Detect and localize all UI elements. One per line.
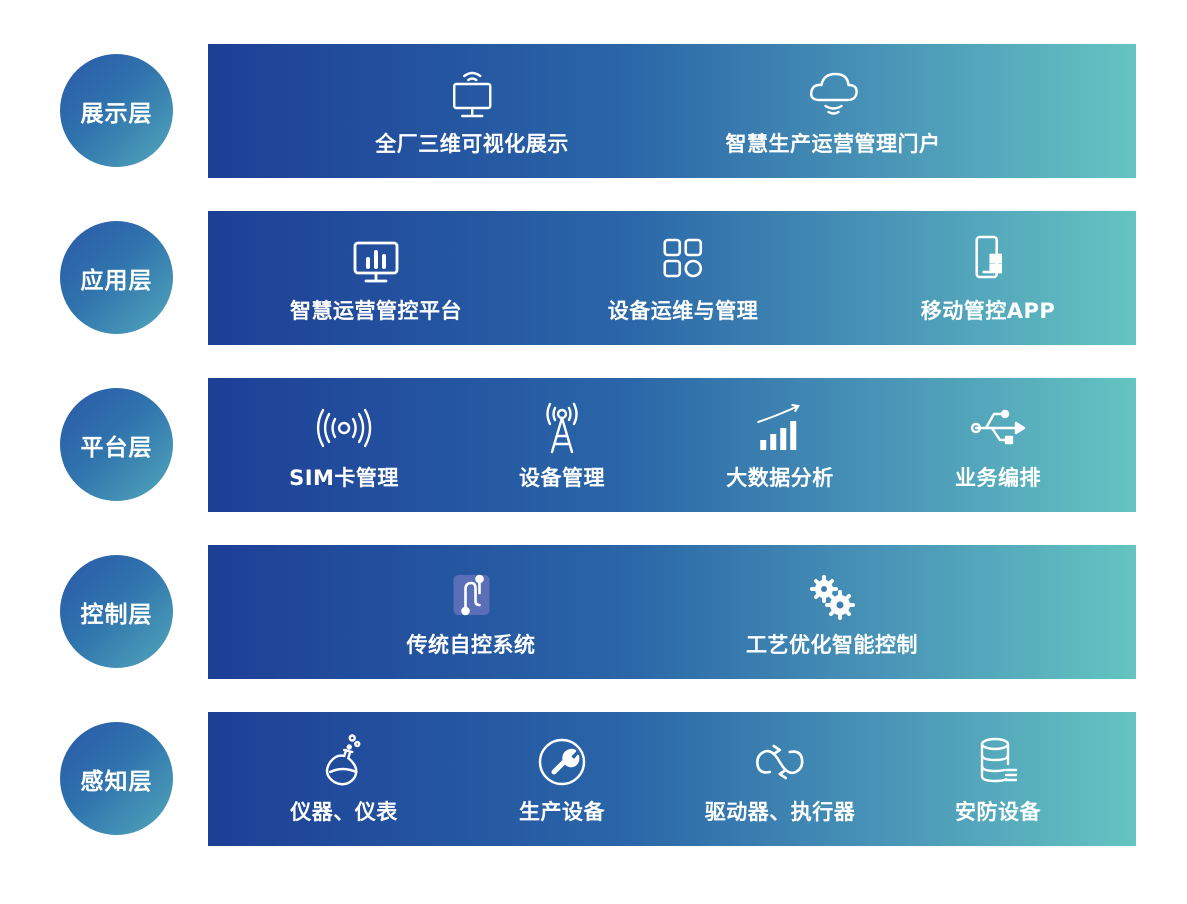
cloud-icon	[801, 66, 865, 122]
layer-band-perception: 仪器、仪表 生产设备 驱动器、执行器	[208, 712, 1136, 846]
item-label: 安防设备	[955, 800, 1041, 824]
layer-label-perception: 感知层	[60, 722, 173, 835]
signal-broadcast-icon	[312, 400, 376, 456]
item-device-management: 设备管理	[519, 378, 605, 512]
flask-icon	[312, 734, 376, 790]
item-mobile-app: 移动管控APP	[921, 211, 1056, 345]
item-process-optimization: 工艺优化智能控制	[746, 545, 918, 679]
dashboard-monitor-icon	[344, 233, 408, 289]
item-label: 智慧生产运营管理门户	[725, 132, 941, 156]
item-operation-platform: 智慧运营管控平台	[290, 211, 462, 345]
item-label: 业务编排	[955, 466, 1041, 490]
item-label: 生产设备	[519, 800, 605, 824]
layer-band-application: 智慧运营管控平台 设备运维与管理 移动管控APP	[208, 211, 1136, 345]
circuit-path-icon	[439, 567, 503, 623]
antenna-tower-icon	[530, 400, 594, 456]
item-big-data: 大数据分析	[726, 378, 834, 512]
item-label: 智慧运营管控平台	[290, 299, 462, 323]
cycle-arrows-icon	[748, 734, 812, 790]
item-security-equipment: 安防设备	[955, 712, 1041, 846]
item-label: 仪器、仪表	[290, 800, 398, 824]
item-label: 全厂三维可视化展示	[375, 132, 569, 156]
item-traditional-control: 传统自控系统	[407, 545, 536, 679]
mobile-phone-icon	[956, 233, 1020, 289]
item-label: 驱动器、执行器	[704, 800, 856, 824]
layer-label-control: 控制层	[60, 555, 173, 668]
item-business-orchestration: 业务编排	[955, 378, 1041, 512]
item-smart-portal: 智慧生产运营管理门户	[726, 44, 941, 178]
item-label: SIM卡管理	[289, 466, 399, 490]
layer-label-platform: 平台层	[60, 388, 173, 501]
gears-icon	[800, 567, 864, 623]
monitor-wifi-icon	[440, 66, 504, 122]
item-label: 移动管控APP	[920, 299, 1056, 323]
bar-chart-rising-icon	[748, 400, 812, 456]
layer-label-display: 展示层	[60, 54, 173, 167]
item-drivers-actuators: 驱动器、执行器	[705, 712, 856, 846]
layer-band-platform: SIM卡管理 设备管理	[208, 378, 1136, 512]
apps-grid-icon	[651, 233, 715, 289]
item-3d-visualization: 全厂三维可视化展示	[375, 44, 569, 178]
item-instruments: 仪器、仪表	[290, 712, 398, 846]
database-icon	[966, 734, 1030, 790]
layer-band-display: 全厂三维可视化展示 智慧生产运营管理门户	[208, 44, 1136, 178]
layer-band-control: 传统自控系统	[208, 545, 1136, 679]
item-label: 大数据分析	[726, 466, 834, 490]
item-production-equipment: 生产设备	[519, 712, 605, 846]
item-equipment-ops: 设备运维与管理	[608, 211, 759, 345]
item-label: 工艺优化智能控制	[746, 633, 918, 657]
item-sim-management: SIM卡管理	[289, 378, 399, 512]
item-label: 设备管理	[519, 466, 605, 490]
layer-label-application: 应用层	[60, 221, 173, 334]
wrench-icon	[530, 734, 594, 790]
usb-branch-icon	[966, 400, 1030, 456]
item-label: 设备运维与管理	[607, 299, 759, 323]
item-label: 传统自控系统	[406, 633, 536, 657]
